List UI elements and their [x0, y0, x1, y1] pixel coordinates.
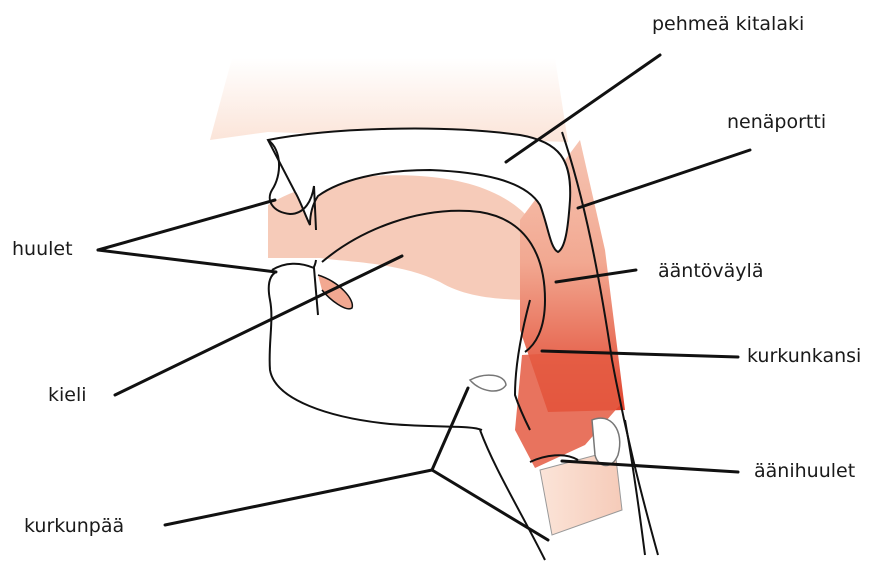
leader-larynx-up: [432, 388, 468, 470]
leader-lips-upper: [98, 200, 275, 250]
cartilage: [592, 418, 620, 465]
leader-larynx-down: [432, 470, 548, 540]
label-tongue: kieli: [48, 386, 87, 405]
label-vocal-folds: äänihuulet: [754, 462, 855, 481]
leader-lips-lower: [98, 250, 276, 272]
trachea-wall: [625, 420, 645, 555]
label-epiglottis: kurkunkansi: [747, 347, 861, 366]
label-vocal-tract: ääntöväylä: [658, 262, 763, 281]
label-larynx: kurkunpää: [24, 517, 124, 536]
hyoid-bone: [470, 375, 506, 391]
leader-velum-port: [578, 150, 750, 208]
label-lips: huulet: [12, 240, 73, 259]
tongue: [318, 275, 352, 309]
leader-larynx-base: [165, 470, 432, 525]
label-soft-palate: pehmeä kitalaki: [652, 15, 804, 34]
label-velum-port: nenäportti: [727, 113, 826, 132]
leader-tongue: [115, 256, 402, 395]
